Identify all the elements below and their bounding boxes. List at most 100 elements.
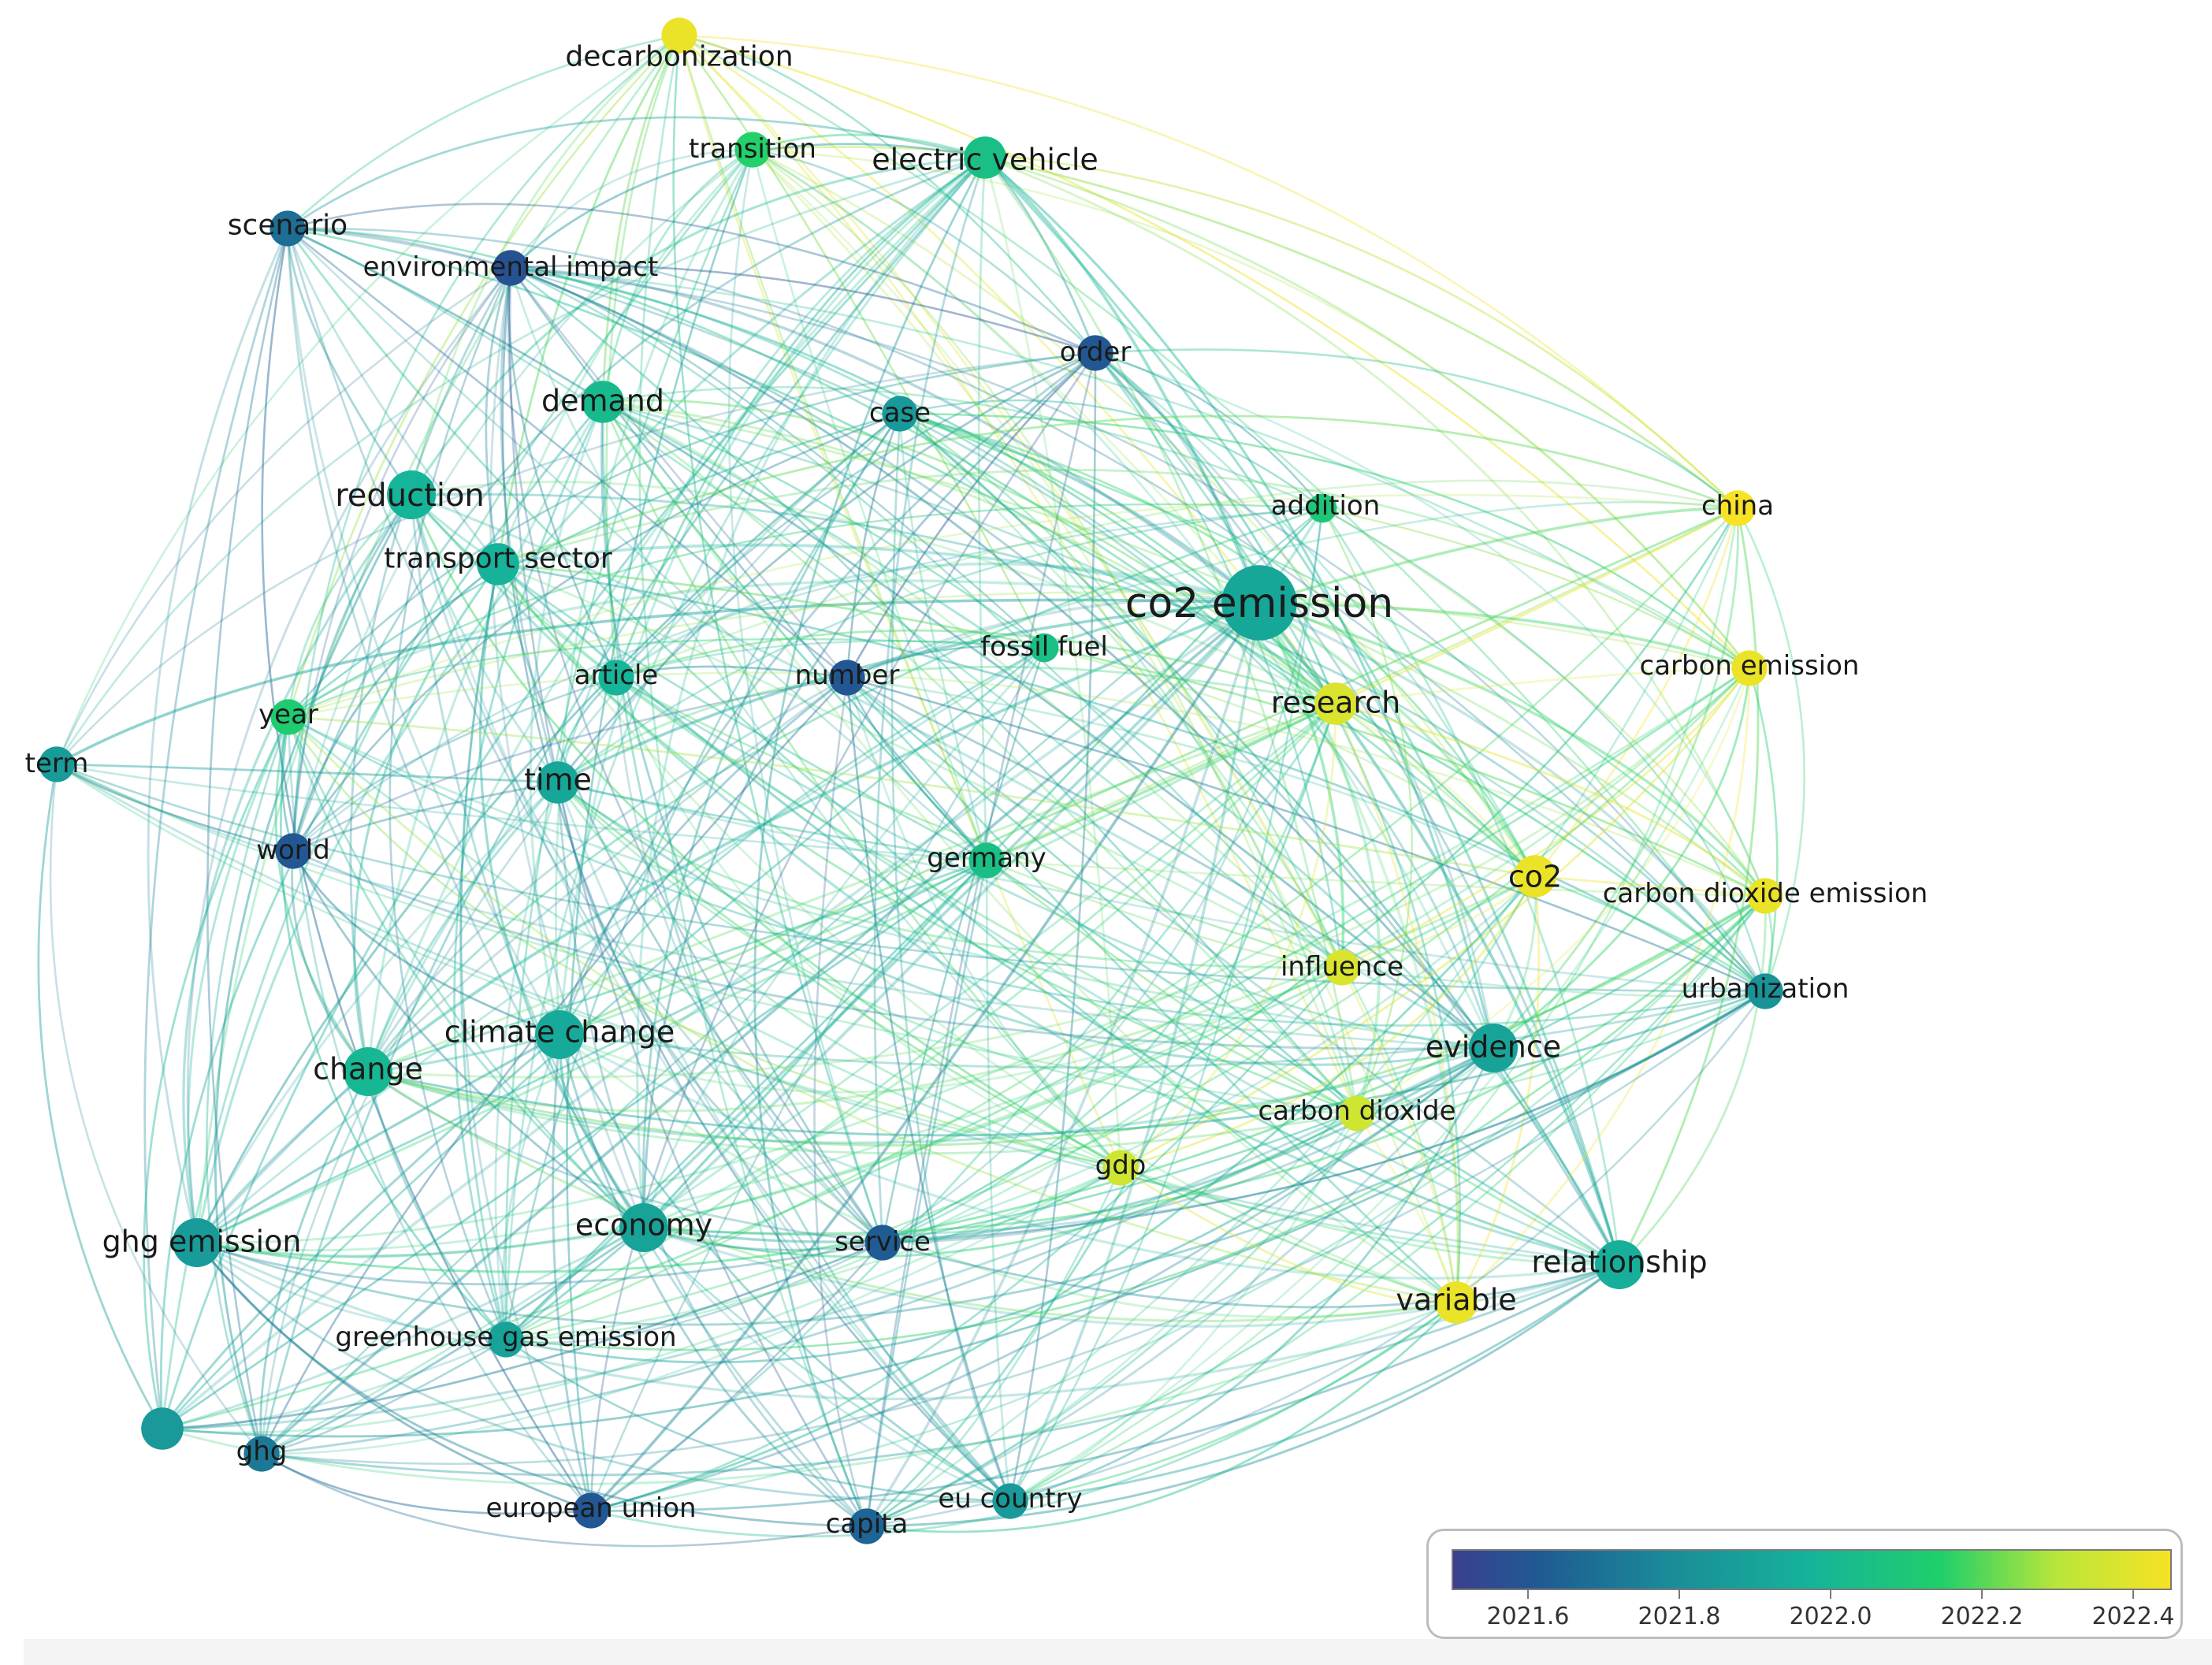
node-change[interactable] <box>344 1047 392 1096</box>
node-term[interactable] <box>39 746 75 782</box>
node-demand[interactable] <box>582 381 624 423</box>
edge-fossil-fuel-economy <box>642 646 1046 1229</box>
label-research[interactable]: research <box>1271 685 1400 719</box>
label-order[interactable]: order <box>1060 336 1132 368</box>
label-carbon-dioxide-emission[interactable]: carbon dioxide emission <box>1603 878 1928 909</box>
label-transition[interactable]: transition <box>689 133 816 165</box>
node-co2-emission[interactable] <box>1221 565 1297 641</box>
label-ghg-emission[interactable]: ghg emission <box>102 1224 302 1258</box>
label-economy[interactable]: economy <box>575 1207 712 1242</box>
node-carbon-dioxide-emission[interactable] <box>1747 878 1783 914</box>
label-greenhouse-gas-emission[interactable]: greenhouse gas emission <box>335 1321 676 1353</box>
label-number[interactable]: number <box>795 660 900 691</box>
node-transition[interactable] <box>734 132 771 168</box>
node-co2[interactable] <box>1514 855 1556 898</box>
node-year[interactable] <box>270 699 307 735</box>
node-capita[interactable] <box>849 1508 885 1544</box>
label-service[interactable]: service <box>835 1226 931 1258</box>
label-carbon-dioxide[interactable]: carbon dioxide <box>1258 1095 1455 1127</box>
node-gdp[interactable] <box>1102 1150 1139 1186</box>
edge-year-ghg-node <box>143 715 290 1430</box>
label-time[interactable]: time <box>524 762 592 797</box>
node-world[interactable] <box>275 833 311 869</box>
node-electric-vehicle[interactable] <box>964 136 1006 179</box>
label-influence[interactable]: influence <box>1281 951 1403 983</box>
label-electric-vehicle[interactable]: electric vehicle <box>872 142 1099 177</box>
label-fossil-fuel[interactable]: fossil fuel <box>980 631 1108 663</box>
label-climate-change[interactable]: climate change <box>444 1014 675 1049</box>
label-carbon-emission[interactable]: carbon emission <box>1640 650 1860 682</box>
label-relationship[interactable]: relationship <box>1531 1244 1707 1279</box>
edge-scenario-economy <box>286 227 645 1229</box>
edge-transport-sector-carbon-emission <box>496 469 1751 670</box>
edge-research-change <box>366 702 1337 1073</box>
label-germany[interactable]: germany <box>927 842 1047 874</box>
node-ghg-emission[interactable] <box>173 1218 221 1267</box>
node-influence[interactable] <box>1324 950 1360 986</box>
label-world[interactable]: world <box>256 834 330 866</box>
label-case[interactable]: case <box>869 397 931 429</box>
label-evidence[interactable]: evidence <box>1426 1029 1561 1064</box>
node-reduction[interactable] <box>387 470 436 519</box>
node-transport-sector[interactable] <box>477 543 519 585</box>
edge-number-germany <box>846 676 988 862</box>
label-co2-emission[interactable]: co2 emission <box>1125 580 1394 627</box>
node-case[interactable] <box>882 396 918 432</box>
edge-china-research <box>1334 507 1739 705</box>
label-ghg[interactable]: ghg <box>236 1436 288 1467</box>
node-scenario[interactable] <box>270 210 306 247</box>
label-gdp[interactable]: gdp <box>1095 1150 1147 1181</box>
edge-co2-capita <box>865 875 1537 1528</box>
node-time[interactable] <box>537 761 579 804</box>
label-urbanization[interactable]: urbanization <box>1682 973 1850 1005</box>
node-article[interactable] <box>598 660 634 696</box>
label-demand[interactable]: demand <box>541 383 664 418</box>
node-service[interactable] <box>864 1225 901 1261</box>
legend-gradient-bar <box>1452 1549 2172 1590</box>
label-change[interactable]: change <box>313 1051 423 1086</box>
label-environmental-impact[interactable]: environmental impact <box>363 251 659 283</box>
node-germany[interactable] <box>968 842 1005 879</box>
edge-case-variable <box>898 412 1458 1304</box>
label-year[interactable]: year <box>258 699 318 730</box>
node-greenhouse-gas-emission[interactable] <box>488 1321 524 1358</box>
node-evidence[interactable] <box>1469 1024 1518 1072</box>
label-decarbonization[interactable]: decarbonization <box>565 41 793 73</box>
edge-time-variable <box>556 781 1458 1304</box>
node-fossil-fuel[interactable] <box>1029 633 1059 663</box>
label-term[interactable]: term <box>25 748 89 779</box>
node-economy[interactable] <box>619 1203 668 1252</box>
node-order[interactable] <box>1077 335 1113 371</box>
node-relationship[interactable] <box>1595 1240 1644 1289</box>
node-number[interactable] <box>829 660 865 696</box>
node-ghg-node[interactable] <box>141 1407 184 1450</box>
node-urbanization[interactable] <box>1747 973 1783 1009</box>
label-eu-country[interactable]: eu country <box>938 1483 1082 1514</box>
label-addition[interactable]: addition <box>1271 490 1381 522</box>
label-capita[interactable]: capita <box>826 1508 909 1540</box>
edge-number-eu-country <box>846 676 1012 1503</box>
label-variable[interactable]: variable <box>1396 1282 1516 1317</box>
label-co2[interactable]: co2 <box>1508 859 1562 894</box>
label-article[interactable]: article <box>574 660 659 691</box>
node-carbon-dioxide[interactable] <box>1339 1095 1375 1132</box>
node-carbon-emission[interactable] <box>1731 650 1768 686</box>
node-decarbonization[interactable] <box>661 17 697 54</box>
label-reduction[interactable]: reduction <box>335 478 485 514</box>
node-environmental-impact[interactable] <box>493 250 529 286</box>
node-climate-change[interactable] <box>535 1010 584 1059</box>
label-scenario[interactable]: scenario <box>228 210 348 242</box>
label-european-union[interactable]: european union <box>485 1492 696 1524</box>
node-ghg[interactable] <box>244 1436 280 1472</box>
node-research[interactable] <box>1314 682 1357 725</box>
node-european-union[interactable] <box>573 1492 609 1529</box>
label-china[interactable]: china <box>1701 490 1774 522</box>
edge-transport-sector-service <box>496 563 884 1244</box>
node-variable[interactable] <box>1435 1281 1478 1324</box>
node-addition[interactable] <box>1307 493 1337 523</box>
edge-transport-sector-urbanization <box>496 563 1767 993</box>
label-transport-sector[interactable]: transport sector <box>384 543 612 575</box>
edge-china-urbanization <box>1736 507 1805 993</box>
node-china[interactable] <box>1719 490 1756 526</box>
node-eu-country[interactable] <box>992 1483 1028 1519</box>
